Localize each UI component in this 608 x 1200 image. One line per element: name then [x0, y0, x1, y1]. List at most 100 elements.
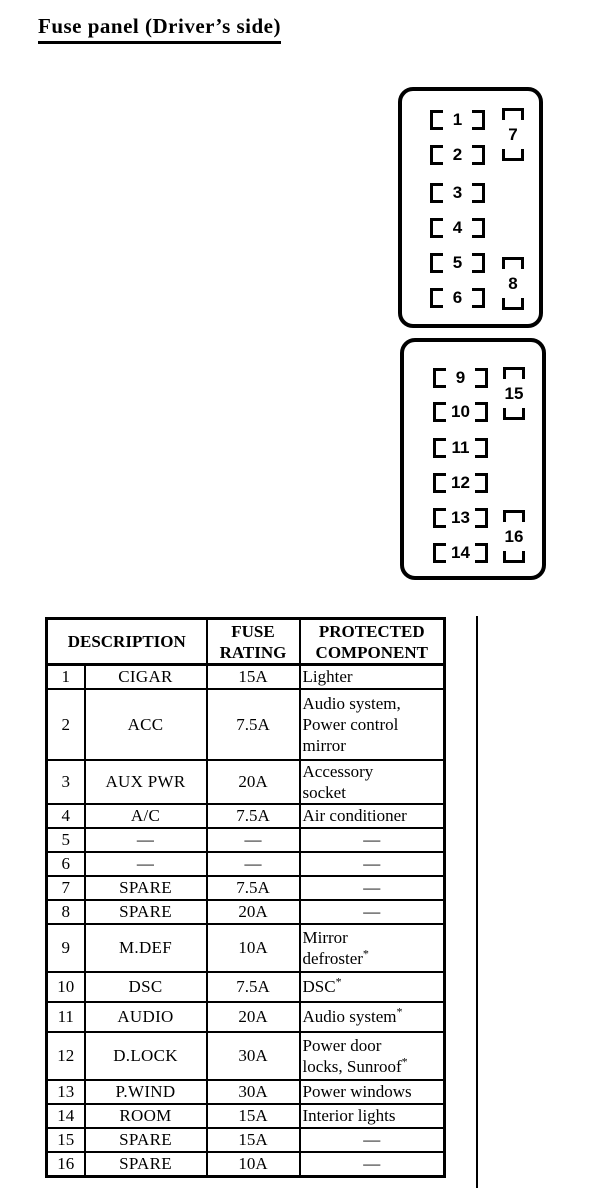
- fuse-number: 7: [508, 125, 518, 144]
- fuse-bracket-bottom-icon: [503, 551, 525, 563]
- fuse-number-cell: 4: [45, 802, 86, 829]
- description-cell: —: [83, 826, 208, 853]
- fuse-bracket-right-icon: [475, 543, 488, 563]
- fuse-slot-12: 12: [433, 473, 488, 493]
- fuse-slot-1: 1: [430, 110, 485, 130]
- component-text: —: [363, 1130, 381, 1149]
- fuse-number: 3: [452, 183, 463, 202]
- fuse-number-cell: 11: [45, 1000, 86, 1033]
- component-cell: —: [298, 1150, 446, 1178]
- header-fuse-rating: FUSE RATING: [205, 617, 301, 666]
- table-header-row: DESCRIPTION FUSE RATING PROTECTED COMPON…: [45, 617, 446, 666]
- component-asterisk: *: [401, 1053, 408, 1068]
- component-cell: Audio system*: [298, 1000, 446, 1033]
- fuse-bracket-bottom-icon: [502, 149, 524, 161]
- fuse-bracket-top-icon: [502, 108, 524, 120]
- component-cell: —: [298, 874, 446, 901]
- rating-cell: 7.5A: [205, 687, 301, 761]
- fuse-number: 5: [452, 253, 463, 272]
- fuse-number-cell: 8: [45, 898, 86, 925]
- description-cell: SPARE: [83, 874, 208, 901]
- component-text: Power windows: [302, 1082, 412, 1101]
- component-text: —: [363, 854, 381, 873]
- fuse-bracket-right-icon: [472, 288, 485, 308]
- fuse-bracket-top-icon: [502, 257, 524, 269]
- fuse-bracket-right-icon: [472, 253, 485, 273]
- component-cell: Interior lights: [298, 1102, 446, 1129]
- fuse-slot-2: 2: [430, 145, 485, 165]
- description-cell: DSC: [83, 970, 208, 1003]
- component-text: —: [363, 1154, 381, 1174]
- component-cell: —: [298, 850, 446, 877]
- fuse-number-cell: 2: [45, 687, 86, 761]
- rating-cell: 10A: [205, 922, 301, 973]
- fuse-slot-7: 7: [502, 108, 524, 161]
- component-text: —: [363, 902, 381, 921]
- rating-cell: —: [205, 850, 301, 877]
- fuse-number: 9: [455, 368, 466, 387]
- description-cell: ACC: [83, 687, 208, 761]
- fuse-number-cell: 5: [45, 826, 86, 853]
- description-cell: A/C: [83, 802, 208, 829]
- component-cell: Accessory socket: [298, 758, 446, 805]
- fuse-bracket-left-icon: [433, 543, 446, 563]
- component-cell: Audio system, Power control mirror: [298, 687, 446, 761]
- fuse-slot-3: 3: [430, 183, 485, 203]
- fuse-bracket-right-icon: [472, 183, 485, 203]
- rating-cell: 15A: [205, 1126, 301, 1153]
- fuse-bracket-right-icon: [475, 438, 488, 458]
- fuse-slot-15: 15: [503, 367, 525, 420]
- fuse-number-cell: 7: [45, 874, 86, 901]
- description-cell: P.WIND: [83, 1078, 208, 1105]
- fuse-bracket-left-icon: [433, 402, 446, 422]
- fuse-number: 15: [504, 384, 524, 403]
- fuse-slot-4: 4: [430, 218, 485, 238]
- fuse-table: DESCRIPTION FUSE RATING PROTECTED COMPON…: [45, 617, 446, 1178]
- fuse-slot-6: 6: [430, 288, 485, 308]
- rating-cell: 7.5A: [205, 970, 301, 1003]
- fuse-number-cell: 9: [45, 922, 86, 973]
- fuse-number-cell: 1: [45, 663, 86, 690]
- header-description: DESCRIPTION: [45, 617, 208, 666]
- description-cell: AUDIO: [83, 1000, 208, 1033]
- page-title: Fuse panel (Driver’s side): [38, 14, 281, 44]
- column-rule: [476, 616, 478, 1188]
- fuse-slot-8: 8: [502, 257, 524, 310]
- fuse-number-cell: 12: [45, 1030, 86, 1081]
- fuse-bracket-right-icon: [472, 218, 485, 238]
- component-text: Mirror defroster: [302, 927, 363, 968]
- component-text: —: [363, 878, 381, 897]
- component-cell: Power door locks, Sunroof*: [298, 1030, 446, 1081]
- table-row: 6———: [45, 850, 446, 877]
- rating-cell: —: [205, 826, 301, 853]
- fuse-number: 13: [451, 508, 470, 527]
- fuse-bracket-right-icon: [475, 402, 488, 422]
- rating-cell: 7.5A: [205, 802, 301, 829]
- fuse-bracket-left-icon: [433, 508, 446, 528]
- rating-cell: 20A: [205, 1000, 301, 1033]
- rating-cell: 20A: [205, 898, 301, 925]
- component-text: DSC: [302, 977, 336, 996]
- component-text: Power door locks, Sunroof: [302, 1035, 402, 1076]
- fuse-slot-10: 10: [433, 402, 488, 422]
- fuse-number-cell: 10: [45, 970, 86, 1003]
- rating-cell: 30A: [205, 1030, 301, 1081]
- fuse-number: 10: [451, 402, 470, 421]
- fuse-number-cell: 15: [45, 1126, 86, 1153]
- description-cell: —: [83, 850, 208, 877]
- fuse-bracket-left-icon: [430, 110, 443, 130]
- fuse-number: 4: [452, 218, 463, 237]
- fuse-number-cell: 16: [45, 1150, 86, 1178]
- fuse-box-lower: 9 10 11 12 13 14 15 16: [400, 338, 546, 580]
- component-asterisk: *: [362, 945, 369, 960]
- table-row: 5———: [45, 826, 446, 853]
